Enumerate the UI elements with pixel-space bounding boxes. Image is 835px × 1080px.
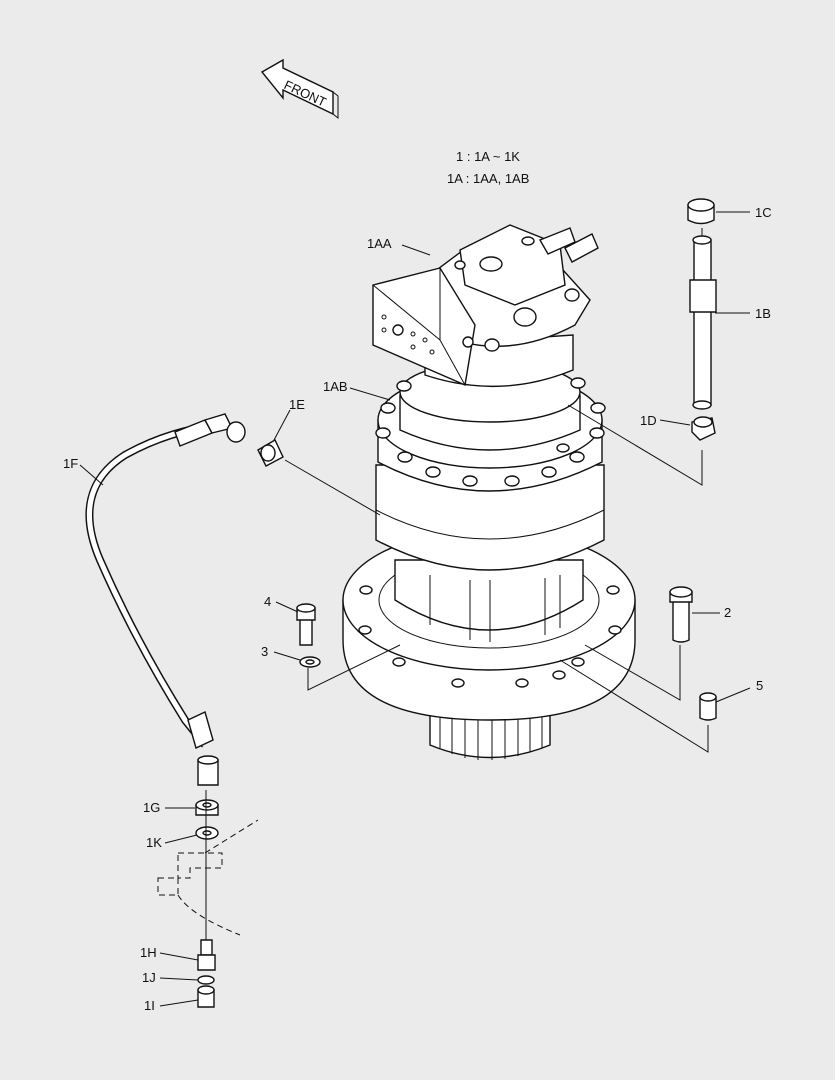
label-1h: 1H: [140, 945, 157, 960]
label-1ab: 1AB: [323, 379, 348, 394]
part-4-bolt: [296, 603, 316, 646]
part-5-bushing: [699, 692, 717, 721]
part-1k-washer: [195, 826, 219, 840]
note-line-1: 1 : 1A ~ 1K: [456, 149, 520, 164]
reduction-gear-body: [375, 361, 606, 571]
label-3: 3: [261, 644, 268, 659]
part-labels: 1AA 1AB 1C 1B 1D 1E 1F 1G 1K 1H 1J 1I 4 …: [63, 205, 772, 1013]
part-1f-hose: [85, 413, 246, 786]
ribbed-housing: [394, 559, 584, 642]
leader-lines: [79, 211, 751, 1007]
label-1g: 1G: [143, 800, 160, 815]
hydraulic-motor: [372, 224, 599, 388]
part-1g-nut: [195, 799, 219, 816]
label-1d: 1D: [640, 413, 657, 428]
note-line-2: 1A : 1AA, 1AB: [447, 171, 529, 186]
label-1i: 1I: [144, 998, 155, 1013]
bolt-ring: [375, 377, 606, 487]
label-4: 4: [264, 594, 271, 609]
label-1aa: 1AA: [367, 236, 392, 251]
label-1b: 1B: [755, 306, 771, 321]
label-1k: 1K: [146, 835, 162, 850]
label-2: 2: [724, 605, 731, 620]
label-1c: 1C: [755, 205, 772, 220]
part-1e-adapter: [257, 439, 284, 467]
part-1h-fitting: [197, 939, 216, 971]
part-2-pin: [669, 586, 693, 643]
part-1i-plug: [197, 985, 215, 1008]
part-1j-oring: [197, 975, 215, 985]
label-1f: 1F: [63, 456, 78, 471]
front-arrow: FRONT: [260, 58, 339, 120]
dashed-bracket: [157, 819, 259, 936]
part-3-washer: [299, 656, 321, 668]
part-1c-cap: [687, 198, 715, 225]
part-1d-plug: [691, 416, 716, 441]
part-1b-pipe: [689, 235, 717, 410]
label-1j: 1J: [142, 970, 156, 985]
label-5: 5: [756, 678, 763, 693]
valve-block: [372, 267, 476, 386]
label-1e: 1E: [289, 397, 305, 412]
swing-motor-assembly: [342, 224, 636, 760]
